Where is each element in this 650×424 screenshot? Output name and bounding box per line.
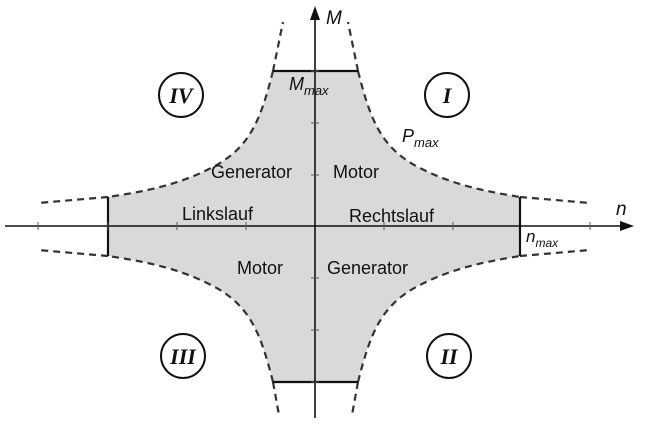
curve-extension-right-upper: [519, 195, 591, 205]
q4-mode-label: Generator: [211, 162, 292, 182]
torque-max-label: Mmax: [289, 74, 329, 98]
power-max-sub: max: [414, 135, 439, 150]
q4-direction-label: Linkslauf: [182, 204, 254, 224]
speed-max-sub: max: [535, 236, 559, 250]
quadrant-badge-iv: IV: [158, 72, 204, 118]
power-limit-curve-q2: [356, 254, 521, 383]
curve-extension-bottom-right: [350, 381, 360, 416]
curve-extension-top-left: [271, 21, 285, 72]
curve-extension-right-lower: [519, 248, 591, 258]
y-axis-arrowhead: [310, 6, 320, 20]
power-limit-curve-q3: [107, 254, 275, 383]
quadrant-badge-iii: III: [160, 333, 206, 379]
quadrant-numeral-i: I: [442, 83, 453, 108]
quadrant-numeral-iii: III: [169, 344, 197, 369]
power-limit-curve-q1: [356, 70, 521, 199]
quadrant-numeral-iv: IV: [168, 83, 195, 108]
y-axis-ticks: [311, 70, 319, 383]
torque-max-sub: max: [304, 83, 329, 98]
quadrant-numeral-ii: II: [439, 344, 459, 369]
x-axis-arrowhead: [620, 221, 634, 231]
x-axis-ticks: [37, 222, 591, 230]
quadrant-badge-ii: II: [426, 333, 472, 379]
quadrant-badge-i: I: [424, 72, 470, 118]
torque-max-base: M: [289, 74, 304, 94]
power-max-label: Pmax: [402, 126, 439, 150]
y-axis-label: M: [326, 8, 342, 29]
x-axis-label: n: [616, 199, 627, 220]
q2-mode-label: Generator: [327, 258, 408, 278]
speed-max-base: n: [526, 227, 535, 246]
q1-direction-label: Rechtslauf: [349, 206, 435, 226]
q3-mode-label: Motor: [237, 258, 283, 278]
curve-extension-left-upper: [37, 195, 109, 205]
curve-extension-bottom-left: [271, 381, 281, 416]
curve-extension-top-right: [346, 21, 360, 72]
power-limit-curve-q4: [107, 70, 275, 199]
speed-max-label: nmax: [526, 227, 559, 250]
power-max-base: P: [402, 126, 414, 146]
curve-extension-left-lower: [37, 248, 109, 258]
q1-mode-label: Motor: [333, 162, 379, 182]
